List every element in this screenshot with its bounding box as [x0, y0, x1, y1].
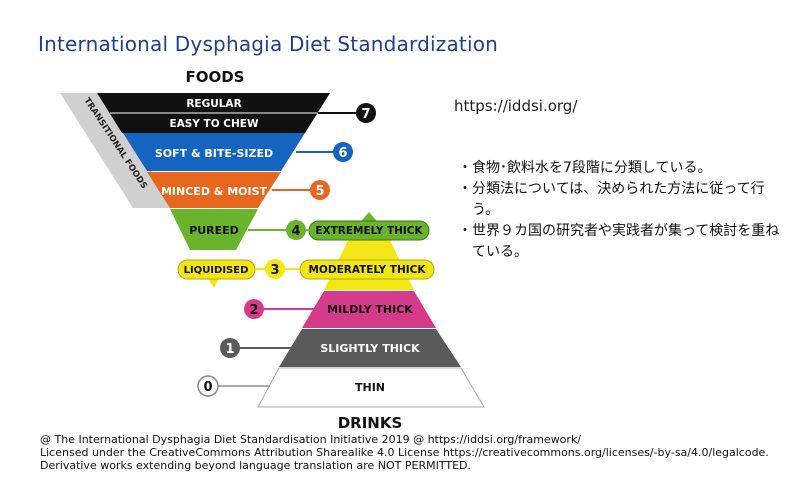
bullet-item: ・食物･飲料水を7段階に分類している。: [454, 158, 784, 179]
level-2-label: MILDLY THICK: [327, 303, 413, 316]
level-7-number: 7: [361, 107, 370, 122]
level-7-number-badge: [356, 103, 376, 123]
bullet-item: ・分類法については、決められた方法に従って行う。: [454, 179, 784, 221]
copyright-line: @ The International Dysphagia Diet Stand…: [40, 433, 582, 446]
level-7-easy-to-chew-label: EASY TO CHEW: [169, 118, 259, 130]
level-3-number: 3: [270, 263, 279, 278]
level-1-label: SLIGHTLY THICK: [320, 342, 420, 355]
level-6-label: SOFT & BITE-SIZED: [155, 147, 273, 160]
bullet-text: 分類法については、決められた方法に従って行う。: [472, 181, 765, 218]
derivative-notice-line: Derivative works extending beyond langua…: [40, 459, 471, 472]
level-3-liquidised-label: LIQUIDISED: [184, 265, 249, 276]
level-5-band: [147, 172, 281, 208]
bullet-dot: ・: [458, 223, 472, 239]
level-5-label: MINCED & MOIST: [161, 185, 268, 198]
level-2-number: 2: [249, 303, 258, 318]
level-2-band: [302, 291, 436, 328]
bullet-dot: ・: [458, 160, 472, 176]
level-7-regular-label: REGULAR: [186, 98, 241, 110]
level-4-number: 4: [291, 224, 300, 239]
bullet-text: 世界９カ国の研究者や実践者が集って検討を重ねている。: [472, 223, 780, 260]
level-6-number-badge: [333, 142, 353, 162]
level-1-number-badge: [220, 338, 240, 358]
transitional-foods-band: [60, 93, 175, 208]
level-6-number: 6: [338, 146, 347, 161]
bullet-text: 食物･飲料水を7段階に分類している。: [472, 160, 712, 176]
page-title: International Dysphagia Diet Standardiza…: [38, 32, 499, 56]
level-0-number-badge: [197, 375, 219, 397]
level-6-band: [123, 133, 305, 171]
level-4-band: [170, 209, 258, 250]
level-2-number-badge: [244, 299, 264, 319]
level-1-band: [279, 329, 461, 367]
level-0-band: [257, 367, 485, 408]
level-4-number-badge: [286, 220, 306, 240]
level-0-label: THIN: [355, 381, 385, 394]
level-0-number: 0: [203, 380, 212, 395]
iddsi-url: https://iddsi.org/: [454, 97, 578, 115]
level-4-extremely-thick-label: EXTREMELY THICK: [315, 225, 423, 237]
level-4-pureed-label: PUREED: [189, 224, 239, 237]
drinks-heading: DRINKS: [338, 414, 403, 432]
level-5-number-badge: [310, 180, 330, 200]
license-footer: @ The International Dysphagia Diet Stand…: [40, 433, 780, 472]
level-5-number: 5: [315, 184, 324, 199]
level-3-number-badge: [265, 259, 285, 279]
license-line: Licensed under the CreativeCommons Attri…: [40, 446, 769, 459]
bullet-item: ・世界９カ国の研究者や実践者が集って検討を重ねている。: [454, 221, 784, 263]
level-3-moderately-thick-label: MODERATELY THICK: [308, 264, 426, 276]
foods-heading: FOODS: [185, 68, 244, 86]
summary-bullet-list: ・食物･飲料水を7段階に分類している。 ・分類法については、決められた方法に従っ…: [454, 158, 784, 263]
level-1-number: 1: [225, 342, 234, 357]
bullet-dot: ・: [458, 181, 472, 197]
